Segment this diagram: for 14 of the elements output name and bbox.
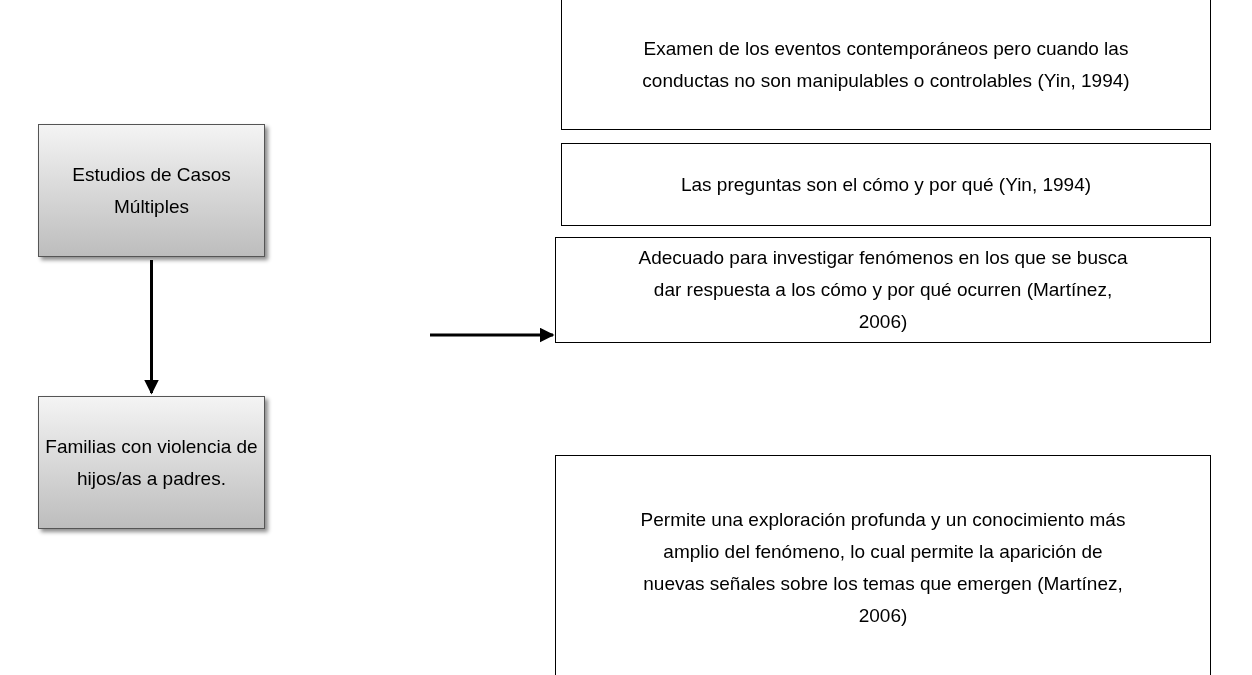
box-text: Adecuado para investigar fenómenos en los que se busca dar respuesta a los cómo y por qué ocurren (Martínez, 2006) <box>637 246 1129 334</box>
text-box <box>561 0 1211 130</box>
shaded-box <box>38 124 265 257</box>
arrow <box>430 327 555 343</box>
box-text: Estudios de Casos Múltiples <box>71 162 232 219</box>
text-box <box>555 237 1211 343</box>
shaded-box <box>38 396 265 529</box>
box-text: Las preguntas son el cómo y por qué (Yin, 1994) <box>680 172 1092 197</box>
text-box <box>555 455 1211 675</box>
box-text: Familias con violencia de hijos/as a padres. <box>44 434 259 491</box>
arrow <box>144 260 159 395</box>
box-text: Examen de los eventos contemporáneos pero cuando las conductas no son manipulables o controlables (Yin, 1994) <box>642 36 1130 93</box>
text-box <box>561 143 1211 226</box>
box-text: Permite una exploración profunda y un conocimiento más amplio del fenómeno, lo cual permite la aparición de nuevas señales sobre los temas que emergen (Martínez, 2006) <box>639 507 1127 628</box>
